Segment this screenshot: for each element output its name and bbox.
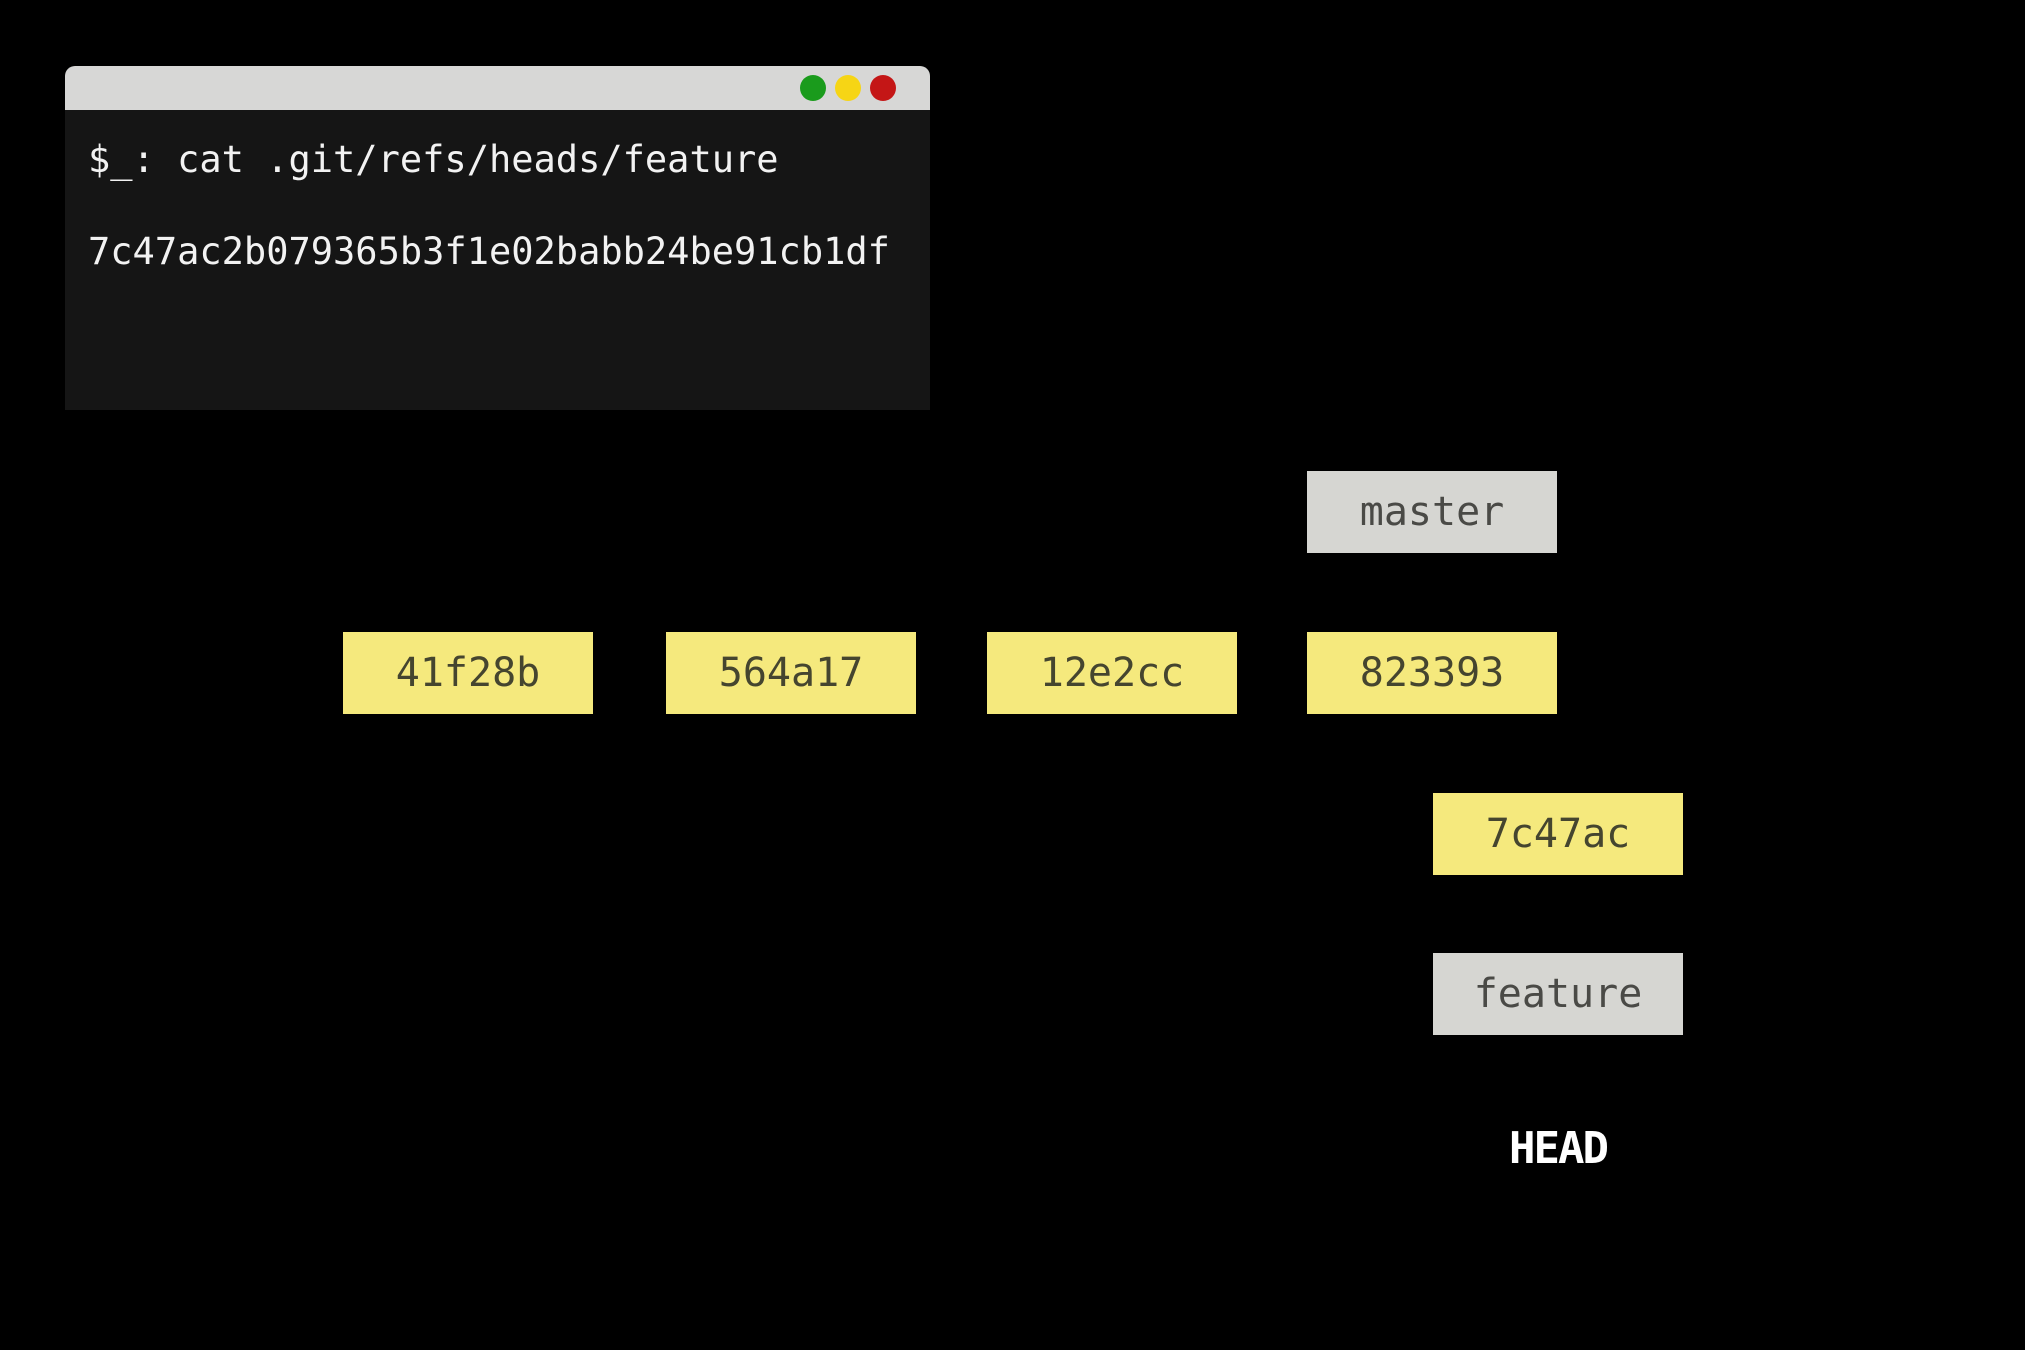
commit-node-823393: 823393 <box>1307 632 1557 714</box>
commit-node-564a17: 564a17 <box>666 632 916 714</box>
commit-node-12e2cc: 12e2cc <box>987 632 1237 714</box>
terminal-hash-output-line: 7c47ac2b079365b3f1e02babb24be91cb1df <box>88 230 890 273</box>
terminal-output-area: $_: cat .git/refs/heads/feature 7c47ac2b… <box>65 110 930 410</box>
window-button-green-icon[interactable] <box>800 75 826 101</box>
terminal-window: $_: cat .git/refs/heads/feature 7c47ac2b… <box>65 66 930 410</box>
window-button-yellow-icon[interactable] <box>835 75 861 101</box>
commit-node-41f28b: 41f28b <box>343 632 593 714</box>
terminal-command-line: $_: cat .git/refs/heads/feature <box>88 138 779 181</box>
head-pointer-label: HEAD <box>1509 1123 1609 1174</box>
commit-node-7c47ac: 7c47ac <box>1433 793 1683 875</box>
window-button-red-icon[interactable] <box>870 75 896 101</box>
terminal-titlebar[interactable] <box>65 66 930 110</box>
branch-label-master: master <box>1307 471 1557 553</box>
branch-label-feature: feature <box>1433 953 1683 1035</box>
